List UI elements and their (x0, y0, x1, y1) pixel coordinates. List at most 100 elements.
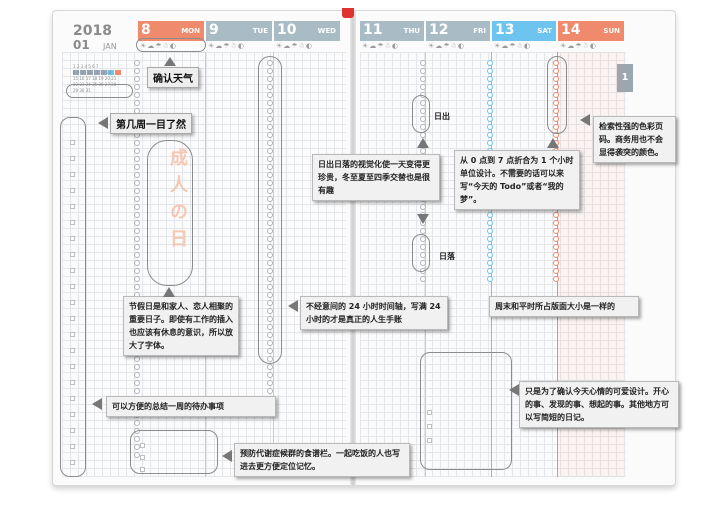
checkbox-icon[interactable] (70, 412, 75, 417)
day-header-tue: 9 TUE (206, 21, 272, 41)
checkbox-icon[interactable] (70, 300, 75, 305)
day-number: 11 (363, 22, 383, 38)
todo-callout: 可以方便的总结一周的待办事项 (106, 396, 276, 417)
checkbox-icon[interactable] (70, 284, 75, 289)
checkbox-icon[interactable] (70, 172, 75, 177)
weekday-label: SUN (603, 27, 620, 35)
meal-checkbox[interactable] (140, 443, 145, 448)
checkbox-icon[interactable] (70, 252, 75, 257)
day-number: 14 (561, 22, 581, 38)
meal-highlight (130, 430, 218, 474)
holiday-callout: 节假日是和家人、恋人相聚的重要日子。即使有工作的插入也应该有休息的意识，所以放大… (123, 296, 239, 356)
weather-icon: ☀☁☂☃◐ (208, 42, 245, 50)
meal-checkbox[interactable] (140, 455, 145, 460)
weekend-callout: 周末和平时所占版面大小是一样的 (489, 296, 639, 317)
mood-checkbox[interactable] (427, 424, 432, 429)
week-number-badge: 1 (617, 64, 633, 92)
timeline-24h (267, 60, 273, 394)
weekday-label: FRI (473, 27, 486, 35)
weather-icon: ☀☁☂☃◐ (276, 42, 313, 50)
weather-highlight (136, 38, 206, 52)
week-number-label: 第几周一目了然 (110, 113, 192, 134)
sunday-timeline-highlight (547, 56, 567, 134)
day-header-mon: 8 MON (138, 21, 204, 41)
weekday-label: SAT (537, 27, 552, 35)
holiday-highlight (147, 140, 193, 286)
checkbox-icon[interactable] (70, 332, 75, 337)
checkbox-icon[interactable] (70, 460, 75, 465)
timeline-highlight (258, 56, 282, 364)
timeline-arrow (288, 300, 298, 312)
checkbox-icon[interactable] (70, 236, 75, 241)
day-number: 13 (495, 22, 515, 38)
sunrise-label: 日出 (434, 112, 450, 121)
checkbox-icon[interactable] (70, 316, 75, 321)
color-coding-callout: 检索性强的色彩页码。商务用也不会显得袭突的颜色。 (593, 116, 676, 163)
weather-label: 确认天气 (147, 67, 199, 88)
column-divider (273, 52, 274, 477)
mini-calendar-highlight (66, 84, 133, 98)
todo-arrow (92, 398, 102, 410)
checkbox-icon[interactable] (70, 156, 75, 161)
mood-callout: 只是为了确认今天心情的可爱设计。开心的事、发现的事、想起的事。其他地方可以写简短… (519, 381, 679, 428)
week-number-arrow (98, 117, 108, 129)
mini-calendar-row: 15 16 17 18 19 20 21 (73, 76, 117, 81)
day-number: 10 (277, 22, 297, 38)
checkbox-icon[interactable] (70, 268, 75, 273)
bookmark-ribbon (342, 8, 354, 18)
mood-arrow (509, 384, 519, 396)
day-number: 12 (429, 22, 449, 38)
mood-checkbox[interactable] (427, 410, 432, 415)
month-label: 01 (73, 38, 90, 52)
checkbox-icon[interactable] (70, 140, 75, 145)
weather-arrow (164, 57, 176, 66)
meal-checkbox[interactable] (140, 467, 145, 472)
weekday-label: WED (317, 27, 336, 35)
mini-calendar-row: 8 9 10 11 12 13 14 (73, 70, 112, 75)
color-coding-arrow (580, 114, 590, 126)
mood-checkbox[interactable] (427, 438, 432, 443)
day-header-sat: 13 SAT (492, 21, 556, 41)
week-number-highlight (60, 117, 86, 477)
hours-arrow (547, 138, 559, 148)
holiday-arrow (163, 287, 175, 297)
checkbox-icon[interactable] (70, 188, 75, 193)
year-label: 2018 (73, 23, 112, 39)
hours-callout: 从 0 点到 7 点折合为 1 个小时单位设计。不需要的话可以来写“今天的 To… (454, 150, 580, 210)
checkbox-icon[interactable] (70, 220, 75, 225)
mood-highlight (420, 352, 512, 470)
checkbox-icon[interactable] (70, 444, 75, 449)
weather-icon: ☀☁☂☃◐ (140, 42, 177, 50)
holiday-text: 成人の日 (167, 148, 188, 256)
weekday-label: MON (181, 27, 200, 35)
book-spine (350, 10, 356, 486)
day-number: 8 (141, 22, 151, 38)
checkbox-icon[interactable] (70, 348, 75, 353)
day-header-thu: 11 THU (360, 21, 424, 41)
meal-callout: 预防代谢症候群的食谱栏。一起吃饭的人也写进去更方便定位记忆。 (234, 443, 410, 477)
checkbox-icon[interactable] (70, 204, 75, 209)
month-name-label: JAN (103, 42, 117, 51)
day-header-fri: 12 FRI (426, 21, 490, 41)
sun-visual-callout: 日出日落的视觉化使一天变得更珍贵，冬至夏至四季交替也是很有趣 (312, 154, 440, 201)
weekday-label: THU (403, 27, 420, 35)
meal-arrow (222, 450, 232, 462)
timeline-callout: 不经意间的 24 小时时间轴，写满 24 小时的才是真正的人生手账 (300, 296, 448, 330)
day-header-wed: 10 WED (274, 21, 340, 41)
weather-icon: ☀☁☂☃◐ (362, 42, 399, 50)
mini-calendar-row: 29 30 31 (73, 88, 91, 93)
mini-calendar-row: 1 2 3 4 5 6 7 (73, 64, 99, 69)
sunset-arrow (417, 214, 429, 224)
weather-icon: ☀☁☂☃◐ (428, 42, 465, 50)
checkbox-icon[interactable] (70, 364, 75, 369)
checkbox-icon[interactable] (70, 428, 75, 433)
weather-icon: ☀☁☂☃◐ (494, 42, 531, 50)
day-number: 9 (209, 22, 219, 38)
column-divider (205, 52, 206, 477)
day-header-sun: 14 SUN (558, 21, 624, 41)
sunset-highlight (412, 234, 430, 272)
sunrise-highlight (412, 95, 430, 133)
checkbox-icon[interactable] (70, 396, 75, 401)
weekday-label: TUE (252, 27, 268, 35)
checkbox-icon[interactable] (70, 380, 75, 385)
